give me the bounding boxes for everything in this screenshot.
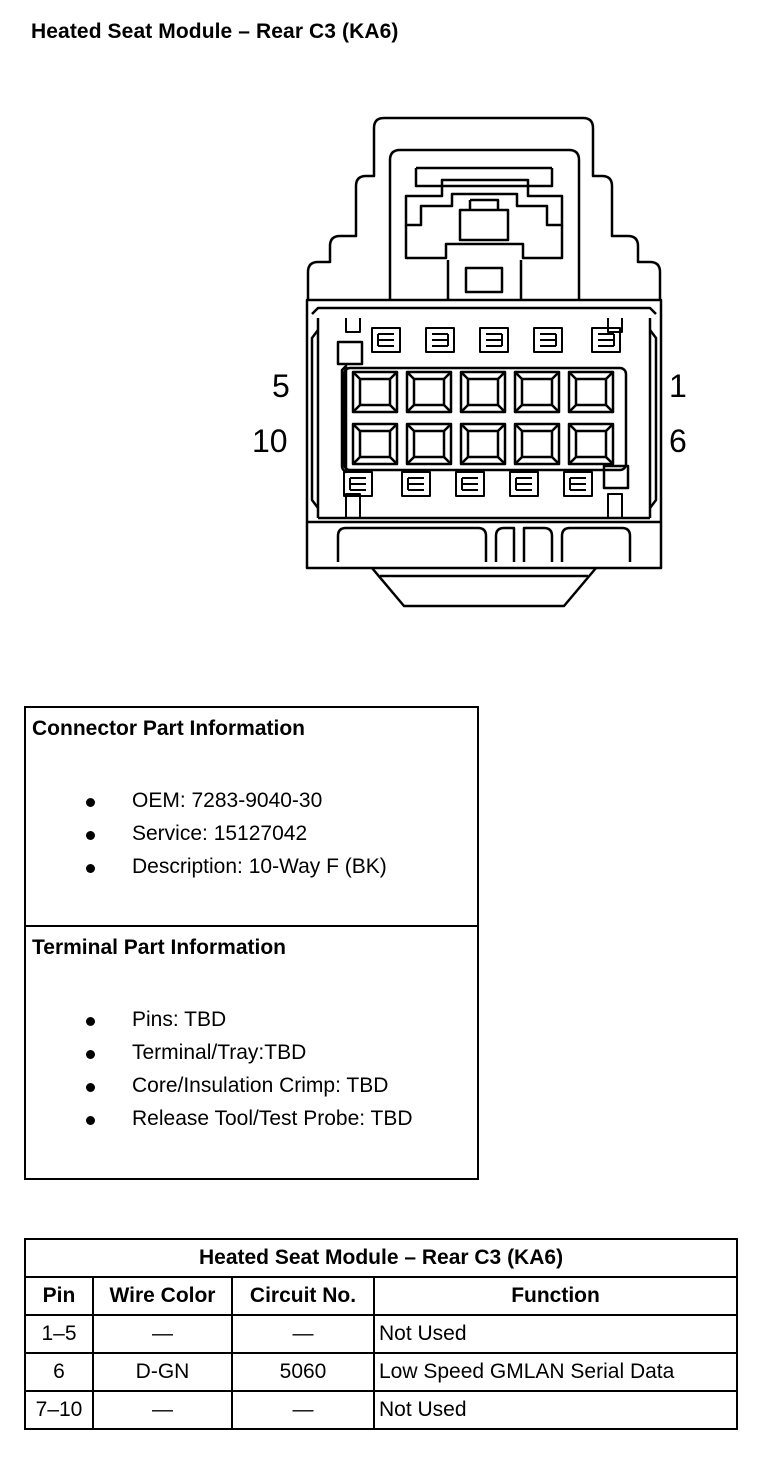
cell-function: Not Used: [372, 1390, 739, 1430]
list-item: Release Tool/Test Probe: TBD: [26, 1107, 476, 1137]
table-row: 7–10 — — Not Used: [24, 1390, 739, 1430]
cell-circuit-no: 5060: [231, 1352, 375, 1392]
cavity-9: [405, 422, 453, 466]
header-function: Function: [372, 1276, 739, 1316]
header-wire-color: Wire Color: [92, 1276, 233, 1316]
pin-label-10: 10: [252, 423, 288, 459]
lower-terminal-windows: [343, 471, 623, 518]
terminal-part-heading: Terminal Part Information: [32, 936, 286, 959]
cavity-7: [513, 422, 561, 466]
part-information-box: Connector Part Information OEM: 7283-904…: [24, 706, 479, 1180]
pin-table-caption: Heated Seat Module – Rear C3 (KA6): [23, 1238, 739, 1278]
cavity-8: [459, 422, 507, 466]
bullet-icon: [86, 864, 95, 873]
list-item: Core/Insulation Crimp: TBD: [26, 1074, 476, 1104]
bullet-icon: [86, 1050, 95, 1059]
table-row: 1–5 — — Not Used: [24, 1314, 739, 1354]
connector-part-heading: Connector Part Information: [32, 717, 306, 740]
cell-circuit-no: —: [231, 1390, 375, 1430]
connector-face-diagram: [305, 116, 663, 608]
list-item: Terminal/Tray:TBD: [26, 1041, 476, 1071]
bullet-icon: [86, 1083, 95, 1092]
cell-wire-color: —: [92, 1390, 233, 1430]
connector-part-info: Connector Part Information OEM: 7283-904…: [26, 708, 477, 927]
pin-table: Heated Seat Module – Rear C3 (KA6) Pin W…: [23, 1238, 739, 1430]
cavity-5: [351, 370, 399, 414]
cell-function: Not Used: [372, 1314, 739, 1354]
cavity-4: [405, 370, 453, 414]
cell-circuit-no: —: [231, 1314, 375, 1354]
pin-label-1: 1: [669, 368, 687, 404]
table-row: 6 D-GN 5060 Low Speed GMLAN Serial Data: [24, 1352, 739, 1392]
cell-wire-color: D-GN: [92, 1352, 233, 1392]
bullet-icon: [86, 798, 95, 807]
pin-label-6: 6: [669, 423, 687, 459]
connector-latch: [306, 116, 662, 300]
cavity-2: [513, 370, 561, 414]
bullet-icon: [86, 1116, 95, 1125]
table-caption-row: Heated Seat Module – Rear C3 (KA6): [23, 1238, 739, 1278]
table-header-row: Pin Wire Color Circuit No. Function: [24, 1276, 739, 1316]
list-item: OEM: 7283-9040-30: [26, 789, 476, 819]
list-item: Pins: TBD: [26, 1008, 476, 1038]
bullet-icon: [86, 1017, 95, 1026]
cavity-10: [351, 422, 399, 466]
cell-pin: 7–10: [24, 1390, 94, 1430]
pin-label-5: 5: [272, 368, 290, 404]
cavity-3: [459, 370, 507, 414]
upper-terminal-windows: [345, 318, 623, 353]
cell-wire-color: —: [92, 1314, 233, 1354]
header-circuit-no: Circuit No.: [231, 1276, 375, 1316]
cell-pin: 1–5: [24, 1314, 94, 1354]
cell-function: Low Speed GMLAN Serial Data: [372, 1352, 739, 1392]
list-item: Description: 10-Way F (BK): [26, 855, 476, 885]
page-title: Heated Seat Module – Rear C3 (KA6): [31, 20, 399, 43]
cell-pin: 6: [24, 1352, 94, 1392]
terminal-part-info: Terminal Part Information Pins: TBD Term…: [26, 927, 477, 1178]
header-pin: Pin: [24, 1276, 94, 1316]
connector-body: [305, 298, 663, 570]
pin-cavities: [351, 370, 615, 466]
bullet-icon: [86, 831, 95, 840]
cavity-1: [567, 370, 615, 414]
list-item: Service: 15127042: [26, 822, 476, 852]
cavity-6: [567, 422, 615, 466]
connector-skirt: [336, 526, 632, 608]
